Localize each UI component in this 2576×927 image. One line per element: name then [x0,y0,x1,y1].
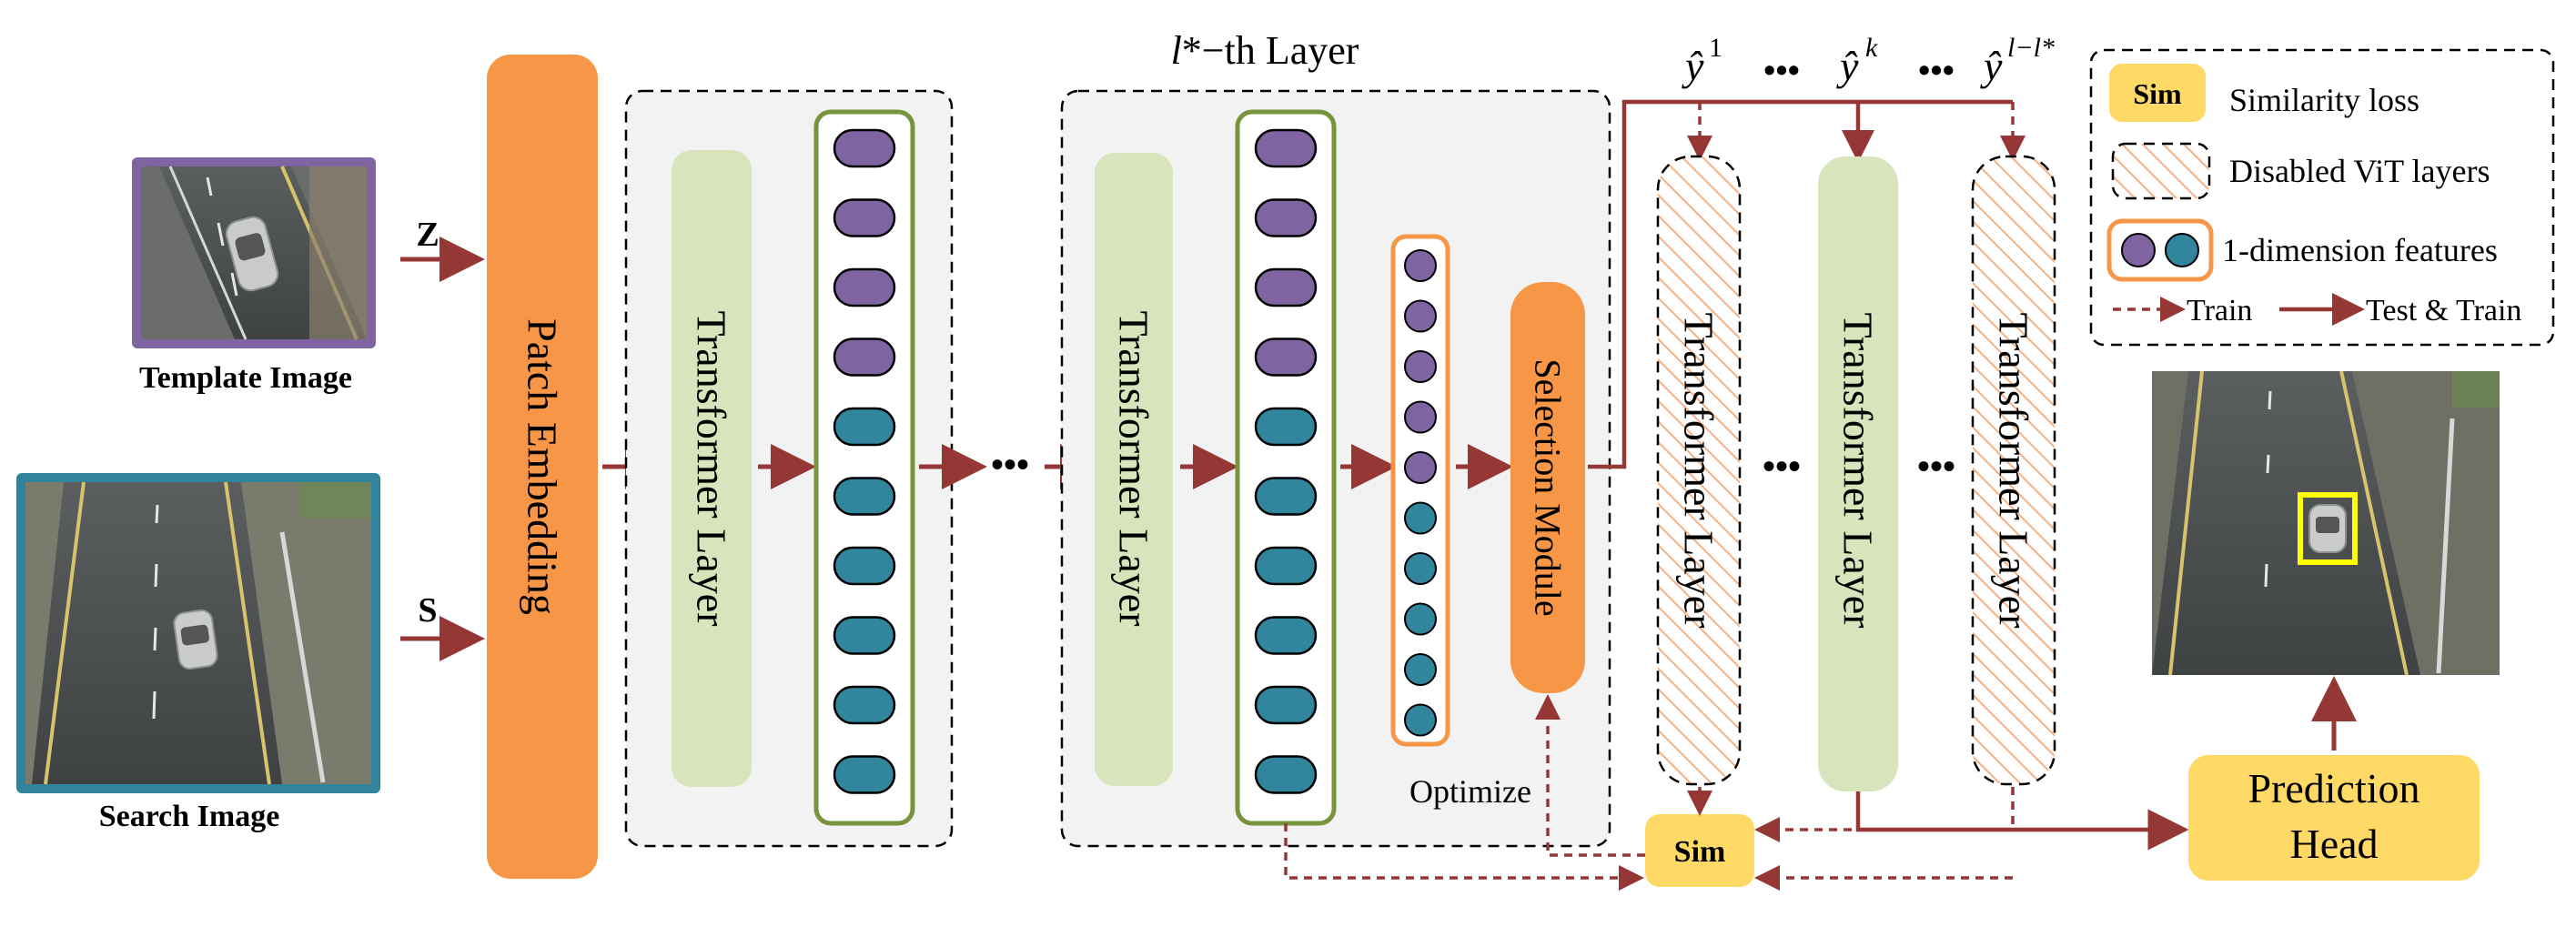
ellipsis-between-blocks: ••• [991,444,1029,485]
legend-disabled-vit: Disabled ViT layers [2229,153,2490,189]
legend-disabled-swatch [2111,142,2211,200]
col3-purple-feature [1404,249,1437,282]
result-image [2152,370,2500,676]
yk-base: ŷ [1836,43,1859,89]
patch-embedding-block [487,55,598,879]
col1-purple-token [833,198,896,237]
col2-teal-token [1254,616,1318,655]
active-transformer-layer [1818,156,1898,791]
legend-purple-token [2121,233,2156,267]
lth-layer-title-prefix: l [1171,28,1182,73]
col2-teal-token [1254,755,1318,794]
arrow-sim-to-selection [1535,694,1645,857]
disabled-transformer-layer-1-label: Transformer Layer [1676,312,1722,628]
col1-purple-token [833,338,896,377]
ellipsis-y-2: ••• [1918,52,1955,90]
col2-teal-token [1254,477,1318,516]
output-y1: ŷ 1 [1682,33,1722,89]
arrow-disabled2-to-sim [1754,787,2015,842]
col3-teal-feature [1404,602,1437,636]
z-label: Z [416,216,439,254]
selection-output-line [1588,99,2013,469]
col3-teal-feature [1404,703,1437,737]
legend-similarity-loss: Similarity loss [2229,82,2419,118]
transformer-layer-1-label: Transformer Layer [689,310,735,626]
ellipsis-layers-1: ••• [1763,446,1801,487]
col1-purple-token [833,267,896,307]
col2-teal-token [1254,407,1318,447]
prediction-head-line2: Head [2289,821,2378,867]
prediction-head [2188,755,2480,881]
template-image [132,157,376,348]
output-yk: ŷ k [1836,33,1878,89]
output-yl: ŷ l−l* [1980,33,2055,89]
car-icon [225,216,279,292]
col3-teal-feature [1404,501,1437,535]
search-image [16,473,380,793]
optimize-label: Optimize [1409,773,1531,810]
sim-box-label: Sim [1674,835,1726,869]
legend-test-train-label: Test & Train [2366,294,2521,327]
legend-train-label: Train [2187,294,2252,327]
lth-layer-title: l*−th Layer [1171,28,1359,73]
token-column-1-tokens [833,128,896,794]
patch-embedding-label: Patch Embedding [520,318,566,615]
car-icon [173,609,218,670]
one-dim-feature-tokens [1404,249,1437,737]
col2-teal-token [1254,546,1318,586]
col3-purple-feature [1404,350,1437,383]
col1-purple-token [833,128,896,168]
col1-teal-token [833,616,896,655]
search-image-label: Search Image [99,800,280,833]
disabled-transformer-layer-2-label: Transformer Layer [1991,312,2037,628]
legend-sim-badge [2109,64,2206,122]
col3-teal-feature [1404,653,1437,686]
y1-sup: 1 [1709,33,1722,63]
transformer-layer-lth-label: Transformer Layer [1111,310,1157,626]
disabled-transformer-layer-1 [1656,155,1742,786]
col1-teal-token [833,685,896,725]
tracking-bounding-box [2298,492,2358,565]
col2-purple-token [1254,267,1318,307]
arrow-tokens-to-sim [1284,823,1644,891]
col2-purple-token [1254,198,1318,237]
yl-sup: l−l* [2007,33,2055,63]
active-transformer-layer-label: Transformer Layer [1835,312,1882,628]
col2-purple-token [1254,338,1318,377]
car-icon [2308,504,2347,553]
col2-teal-token [1254,685,1318,725]
transformer-layer-lth [1095,153,1173,786]
y1-base: ŷ [1682,43,1704,89]
col3-teal-feature [1404,552,1437,585]
lth-layer-title-suffix: *−th Layer [1182,28,1359,73]
col2-purple-token [1254,128,1318,168]
template-image-label: Template Image [139,361,352,395]
col3-purple-feature [1404,400,1437,434]
disabled-transformer-layer-2 [1971,155,2056,786]
token-column-2-tokens [1254,128,1318,794]
col1-teal-token [833,477,896,516]
yk-sup: k [1865,33,1878,63]
col1-teal-token [833,407,896,447]
selection-module-label: Selection Module [1528,358,1569,616]
arrow-to-prediction-head [1855,791,2189,851]
col1-teal-token [833,546,896,586]
s-label: S [418,591,437,630]
sim-box [1645,814,1754,887]
ellipsis-layers-2: ••• [1917,446,1955,487]
selection-module [1510,282,1585,693]
col3-purple-feature [1404,451,1437,484]
ellipsis-y-1: ••• [1763,52,1800,90]
prediction-head-line1: Prediction [2248,765,2419,811]
col1-teal-token [833,755,896,794]
legend-one-dim-features: 1-dimension features [2222,232,2498,268]
yl-base: ŷ [1980,43,2003,89]
legend-teal-token [2165,233,2199,267]
transformer-layer-1 [672,150,752,787]
col3-purple-feature [1404,299,1437,333]
legend-sim-badge-label: Sim [2133,77,2182,110]
